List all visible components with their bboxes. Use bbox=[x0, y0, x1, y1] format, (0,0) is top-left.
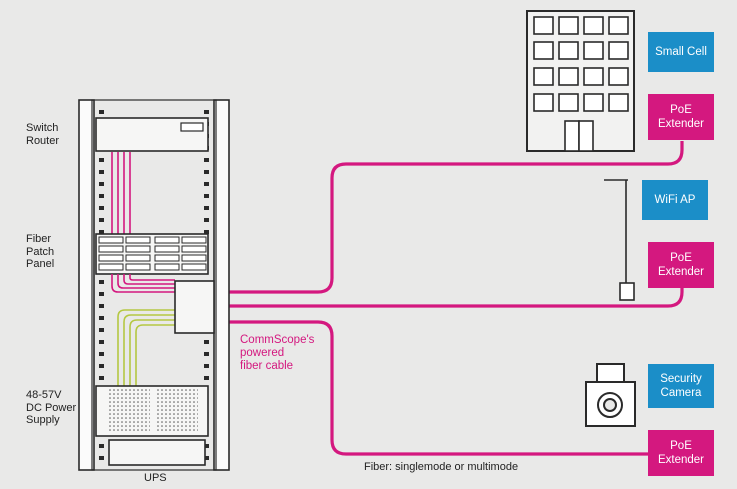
cable-to-small-cell bbox=[214, 141, 684, 294]
building-icon bbox=[526, 10, 635, 152]
cable-to-camera bbox=[214, 320, 650, 456]
poe-extender-box-bottom: PoE Extender bbox=[648, 430, 714, 476]
powered-fiber-cables bbox=[214, 141, 684, 456]
poe-extender-box-top: PoE Extender bbox=[648, 94, 714, 140]
security-camera-icon bbox=[585, 363, 636, 427]
ups-label: UPS bbox=[144, 472, 167, 484]
wifi-pole-icon bbox=[604, 179, 635, 301]
switch-router-label: Switch Router bbox=[26, 122, 60, 147]
security-camera-box: Security Camera bbox=[648, 364, 714, 408]
small-cell-box: Small Cell bbox=[648, 32, 714, 72]
fiber-patch-panel-label: Fiber Patch Panel bbox=[26, 233, 55, 270]
cable-to-wifi-ap bbox=[214, 287, 684, 308]
ups-unit bbox=[108, 439, 206, 466]
fiber-type-note: Fiber: singlemode or multimode bbox=[364, 461, 519, 473]
rack bbox=[78, 99, 230, 471]
poe-extender-box-mid: PoE Extender bbox=[648, 242, 714, 288]
dc-power-supply-label: 48-57V DC Power Supply bbox=[26, 389, 77, 426]
cable-interconnect-box bbox=[174, 280, 215, 334]
powered-fiber-cable-note: CommScope's powered fiber cable bbox=[240, 334, 315, 372]
wifi-ap-box: WiFi AP bbox=[642, 180, 708, 220]
